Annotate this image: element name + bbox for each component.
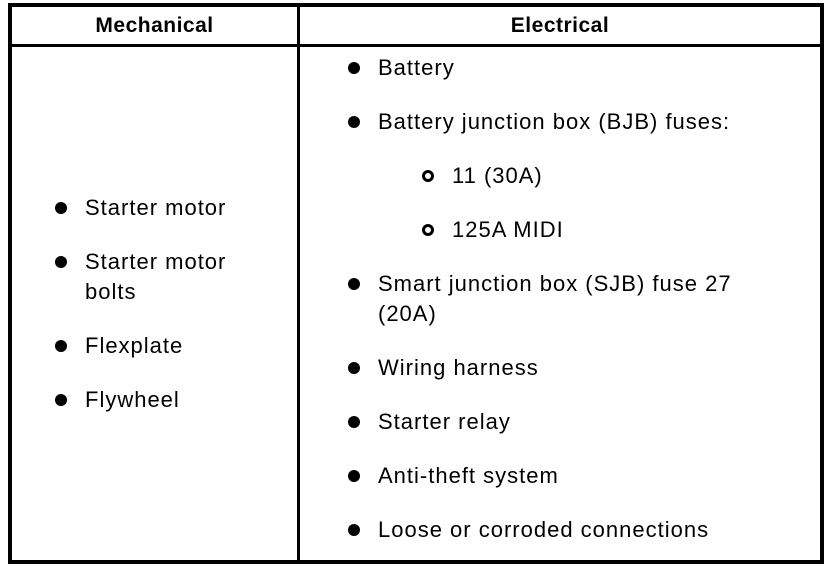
- list-item: Battery junction box (BJB) fuses:: [348, 107, 812, 137]
- column-header-electrical-label: Electrical: [510, 13, 610, 37]
- filled-bullet-icon: [55, 255, 67, 268]
- column-header-mechanical: Mechanical: [12, 7, 300, 47]
- list-item-text: Flywheel: [85, 386, 180, 412]
- list-item: Starter relay: [348, 407, 812, 437]
- list-item-text: Starter relay: [378, 409, 511, 434]
- list-item: Wiring harness: [348, 353, 812, 383]
- list-item-text: Loose or corroded connections: [378, 517, 710, 542]
- filled-bullet-icon: [348, 116, 360, 128]
- filled-bullet-icon: [348, 470, 360, 482]
- list-item: Flywheel: [55, 385, 291, 415]
- list-item-text: 125A MIDI: [452, 217, 564, 242]
- list-item-text: Wiring harness: [378, 355, 539, 380]
- sub-list-item: 125A MIDI: [348, 215, 812, 245]
- list-item: Anti-theft system: [348, 461, 812, 491]
- list-item-text: Smart junction box (SJB) fuse 27 (20A): [378, 271, 732, 326]
- list-item-text: Battery junction box (BJB) fuses:: [378, 109, 731, 134]
- list-item-text: Anti-theft system: [378, 463, 559, 488]
- filled-bullet-icon: [348, 524, 360, 536]
- list-item: Flexplate: [55, 331, 291, 361]
- list-item-text: Flexplate: [85, 332, 184, 358]
- list-item: Smart junction box (SJB) fuse 27 (20A): [348, 269, 812, 329]
- list-item: Battery: [348, 53, 812, 83]
- column-header-electrical: Electrical: [300, 7, 820, 47]
- list-item: Starter motor bolts: [55, 247, 291, 307]
- filled-bullet-icon: [55, 339, 67, 352]
- filled-bullet-icon: [348, 362, 360, 374]
- list-item-text: Starter motor bolts: [85, 248, 227, 304]
- list-item: Starter motor: [55, 193, 291, 223]
- hollow-bullet-icon: [422, 170, 434, 182]
- column-header-mechanical-label: Mechanical: [95, 13, 214, 37]
- list-item: Loose or corroded connections: [348, 515, 812, 545]
- list-item-text: 11 (30A): [452, 163, 543, 188]
- list-item-text: Starter motor: [85, 194, 227, 220]
- filled-bullet-icon: [348, 416, 360, 428]
- filled-bullet-icon: [55, 393, 67, 406]
- hollow-bullet-icon: [422, 224, 434, 236]
- filled-bullet-icon: [348, 278, 360, 290]
- list-item-text: Battery: [378, 55, 455, 80]
- filled-bullet-icon: [348, 62, 360, 74]
- sub-list-item: 11 (30A): [348, 161, 812, 191]
- filled-bullet-icon: [55, 201, 67, 214]
